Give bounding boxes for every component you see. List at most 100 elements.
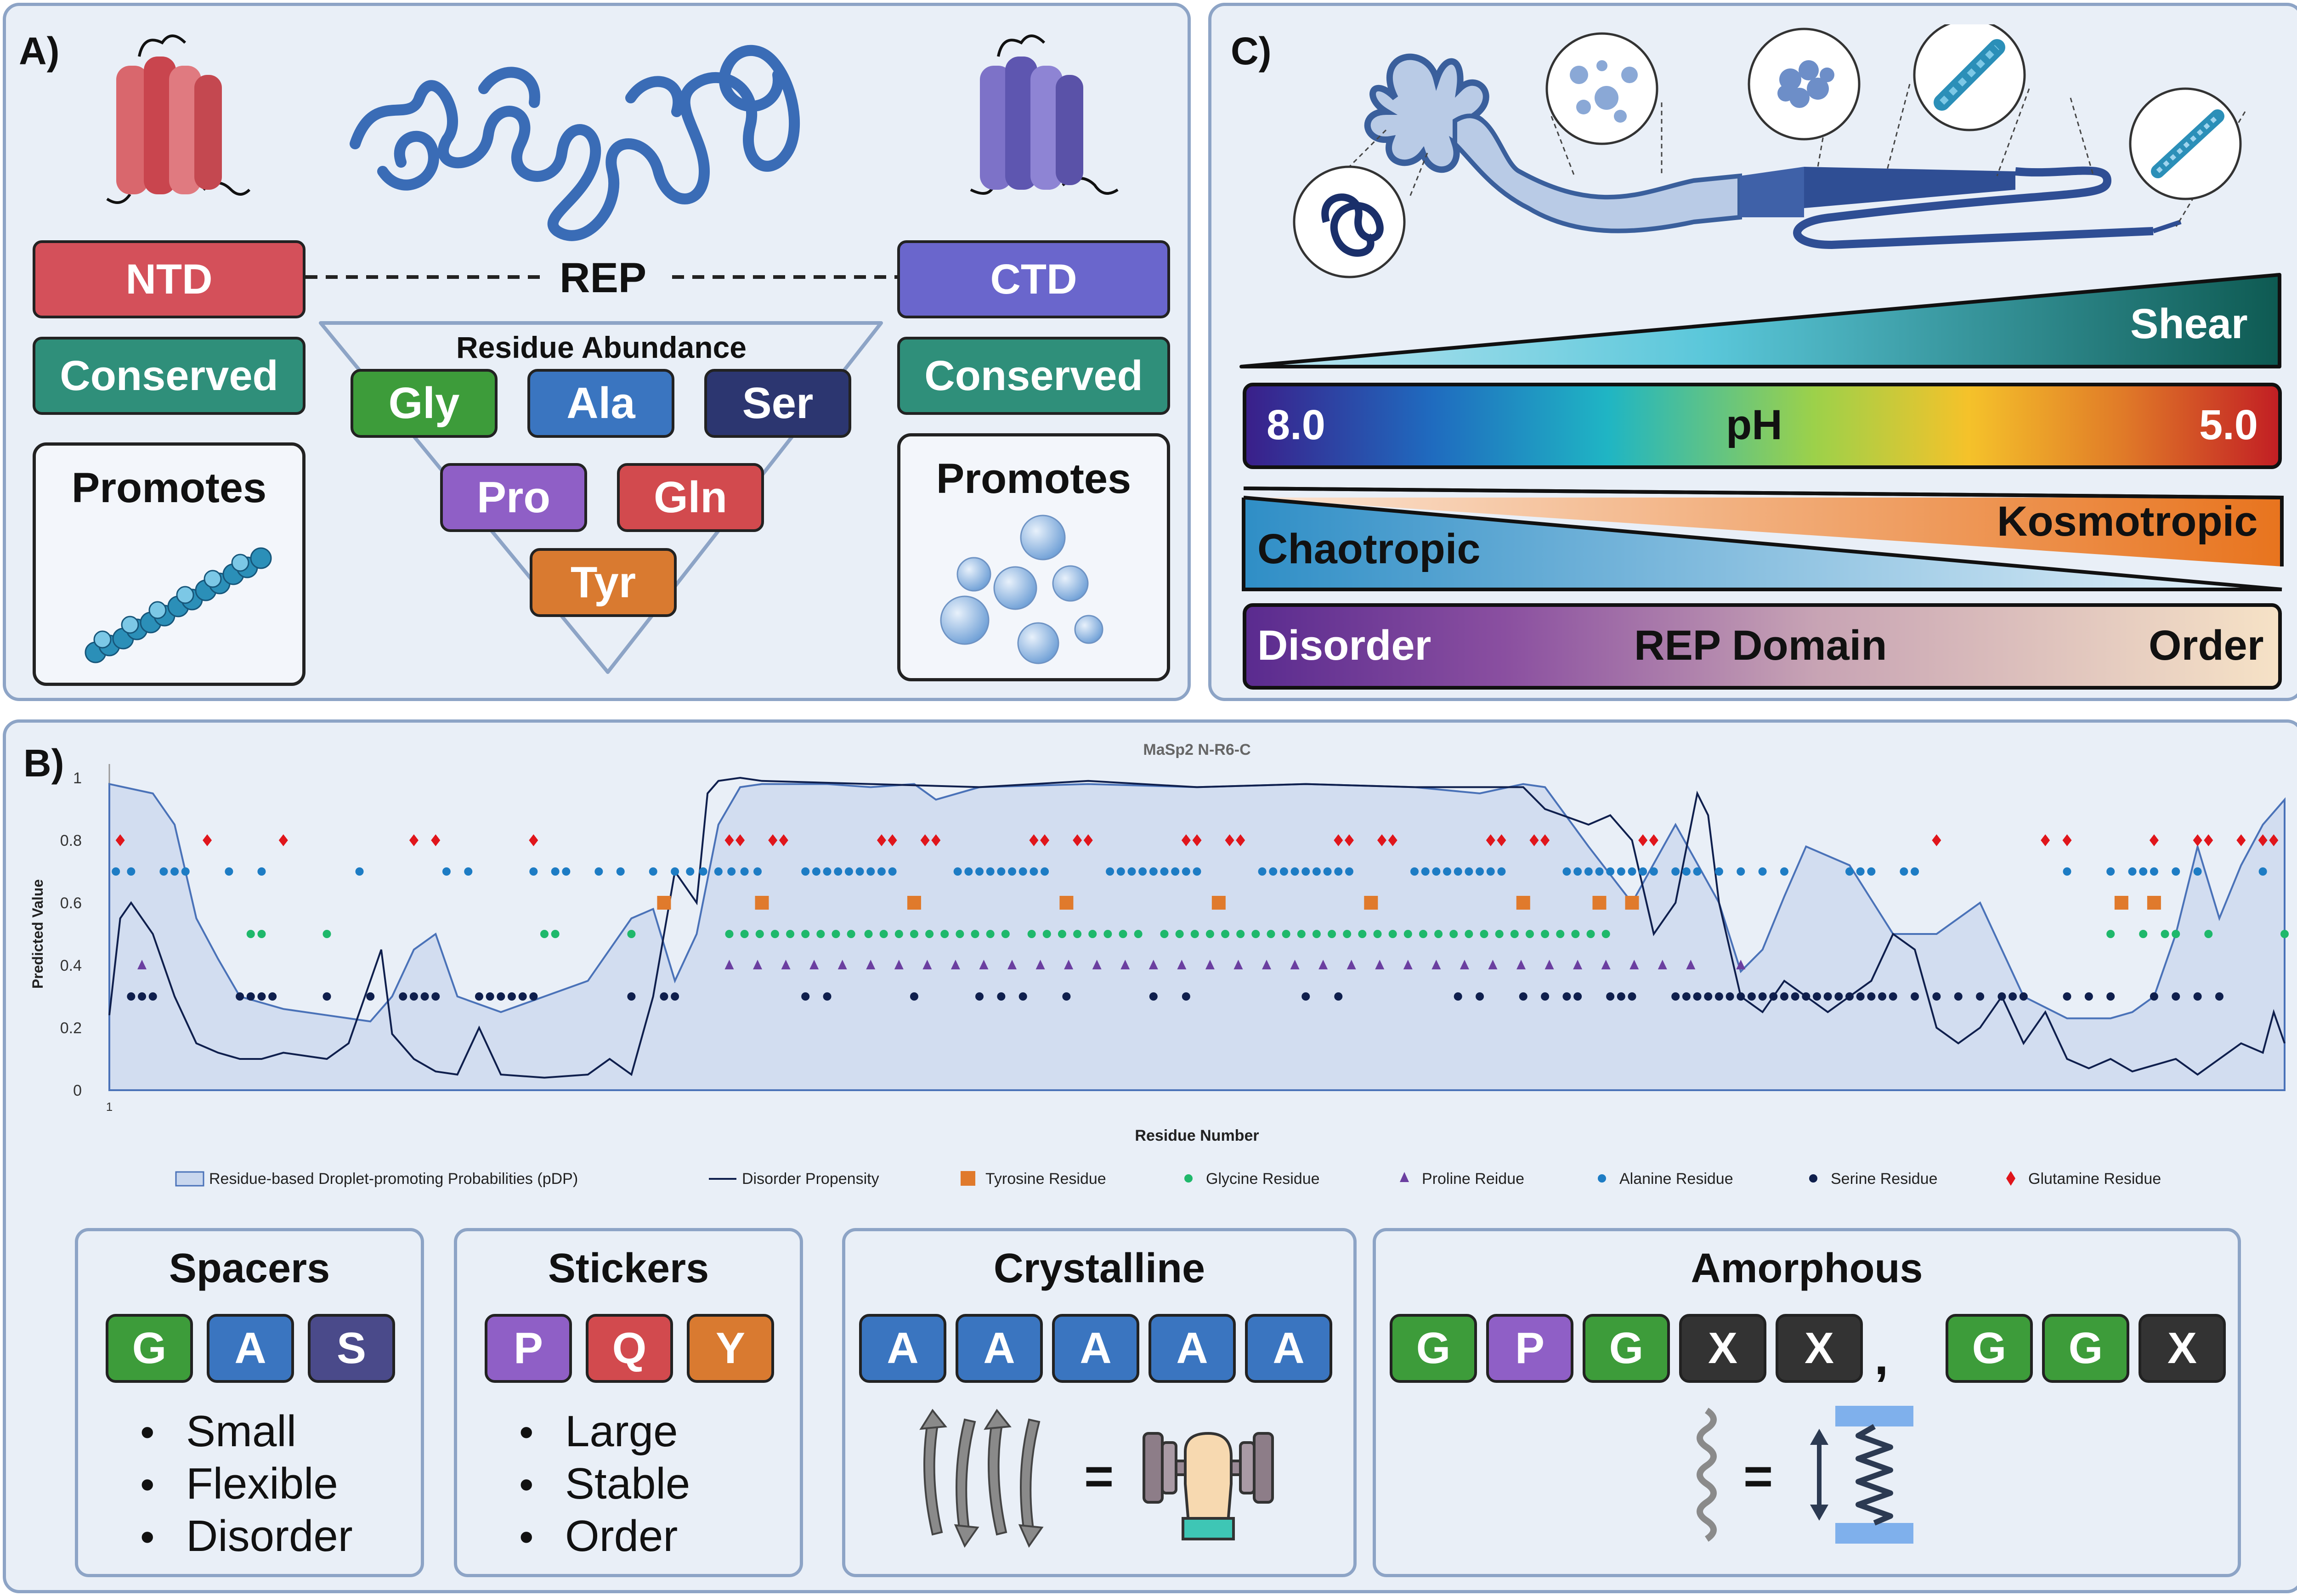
ph-left-label: 8.0 — [1267, 402, 1325, 448]
tyrosine-residue-marker — [907, 896, 921, 910]
random-coil-strand-icon — [1697, 1408, 1717, 1542]
glycine-residue-marker — [1251, 930, 1260, 938]
proline-reidue-marker — [1431, 960, 1441, 969]
glycine-residue-marker — [1221, 930, 1230, 938]
alanine-residue-marker — [834, 867, 843, 876]
alanine-residue-marker — [888, 867, 897, 876]
alanine-residue-marker — [1758, 867, 1767, 876]
alanine-residue-marker — [1454, 867, 1462, 876]
panel-b-label: B) — [23, 741, 64, 785]
amorphous-chip-x: X — [2139, 1314, 2226, 1383]
alanine-residue-marker — [801, 867, 810, 876]
amorphous-equals: = — [1743, 1448, 1773, 1505]
alanine-residue-marker — [1573, 867, 1582, 876]
proline-reidue-marker — [1007, 960, 1017, 969]
glycine-residue-marker — [1160, 930, 1169, 938]
serine-residue-marker — [236, 992, 244, 1001]
glutamine-residue-marker — [1932, 834, 1941, 846]
serine-residue-marker — [1802, 992, 1810, 1001]
glutamine-residue-marker — [1540, 834, 1550, 846]
alanine-residue-marker — [1606, 867, 1615, 876]
proline-reidue-marker — [1573, 960, 1583, 969]
serine-residue-marker — [671, 992, 679, 1001]
serine-residue-marker — [1149, 992, 1158, 1001]
serine-residue-marker — [431, 992, 440, 1001]
glutamine-residue-marker — [1344, 834, 1354, 846]
alanine-residue-marker — [1911, 867, 1919, 876]
serine-residue-marker — [507, 992, 516, 1001]
serine-residue-marker — [1693, 992, 1702, 1001]
serine-residue-marker — [2084, 992, 2093, 1001]
glycine-residue-marker — [2204, 930, 2213, 938]
glycine-residue-marker — [1465, 930, 1473, 938]
alanine-residue-marker — [1334, 867, 1343, 876]
panel-c-label: C) — [1231, 29, 1272, 73]
alanine-residue-marker — [1160, 867, 1169, 876]
legend-swatch — [1598, 1174, 1606, 1183]
glycine-residue-marker — [1297, 930, 1306, 938]
legend-swatch — [961, 1171, 975, 1186]
legend-label: Proline Reidue — [1422, 1170, 1524, 1188]
serine-residue-marker — [1997, 992, 2006, 1001]
droplets-icon — [940, 515, 1103, 664]
glycine-residue-marker — [801, 930, 810, 938]
glycine-residue-marker — [1001, 930, 1010, 938]
panel-a: A) NTD REP CTD Conserved Conserved Promo… — [3, 3, 1191, 701]
glycine-residue-marker — [1282, 930, 1290, 938]
glycine-residue-marker — [770, 930, 779, 938]
glycine-residue-marker — [1103, 930, 1112, 938]
sticker-chip-q: Q — [586, 1314, 673, 1383]
spacer-chip-a: A — [207, 1314, 294, 1383]
alanine-residue-marker — [2150, 867, 2158, 876]
alanine-residue-marker — [170, 867, 179, 876]
glycine-residue-marker — [1525, 930, 1534, 938]
serine-residue-marker — [475, 992, 483, 1001]
glycine-residue-marker — [2161, 930, 2169, 938]
glycine-residue-marker — [940, 930, 949, 938]
y-axis-label: Predicted Value — [29, 879, 46, 989]
glycine-residue-marker — [1373, 930, 1382, 938]
amorphous-chip-g: G — [1583, 1314, 1670, 1383]
glycine-residue-marker — [1190, 930, 1199, 938]
residue-abundance-title: Residue Abundance — [456, 330, 747, 364]
alanine-residue-marker — [727, 867, 736, 876]
alanine-residue-marker — [671, 867, 679, 876]
alanine-residue-marker — [529, 867, 538, 876]
proline-reidue-marker — [1488, 960, 1498, 969]
serine-residue-marker — [1758, 992, 1767, 1001]
spring-icon — [1810, 1406, 1913, 1544]
serine-residue-marker — [1747, 992, 1756, 1001]
serine-residue-marker — [1780, 992, 1788, 1001]
alanine-residue-marker — [159, 867, 168, 876]
alanine-residue-marker — [1628, 867, 1636, 876]
alanine-residue-marker — [1486, 867, 1495, 876]
serine-residue-marker — [497, 992, 505, 1001]
y-tick-label: 1 — [73, 770, 82, 787]
proline-reidue-marker — [1148, 960, 1158, 969]
glycine-residue-marker — [864, 930, 873, 938]
serine-residue-marker — [1541, 992, 1550, 1001]
serine-residue-marker — [529, 992, 538, 1001]
glycine-residue-marker — [551, 930, 560, 938]
spinning-dope-icon — [1293, 24, 2246, 278]
legend-swatch — [1184, 1174, 1193, 1183]
disorder-label: Disorder — [1257, 622, 1431, 669]
tyrosine-residue-marker — [2114, 896, 2128, 910]
glutamine-residue-marker — [431, 834, 441, 846]
glutamine-residue-marker — [1225, 834, 1234, 846]
glycine-residue-marker — [540, 930, 549, 938]
alanine-residue-marker — [551, 867, 560, 876]
glycine-residue-marker — [879, 930, 888, 938]
serine-residue-marker — [148, 992, 157, 1001]
serine-residue-marker — [1182, 992, 1190, 1001]
alanine-residue-marker — [562, 867, 571, 876]
glycine-residue-marker — [986, 930, 995, 938]
ntd-rep-dashed-line — [306, 275, 544, 279]
y-tick-label: 0.6 — [60, 894, 82, 912]
proline-reidue-marker — [1092, 960, 1102, 969]
glutamine-residue-marker — [1192, 834, 1202, 846]
glycine-residue-marker — [2106, 930, 2115, 938]
alanine-residue-marker — [823, 867, 832, 876]
glycine-residue-marker — [1571, 930, 1580, 938]
glycine-residue-marker — [1556, 930, 1565, 938]
